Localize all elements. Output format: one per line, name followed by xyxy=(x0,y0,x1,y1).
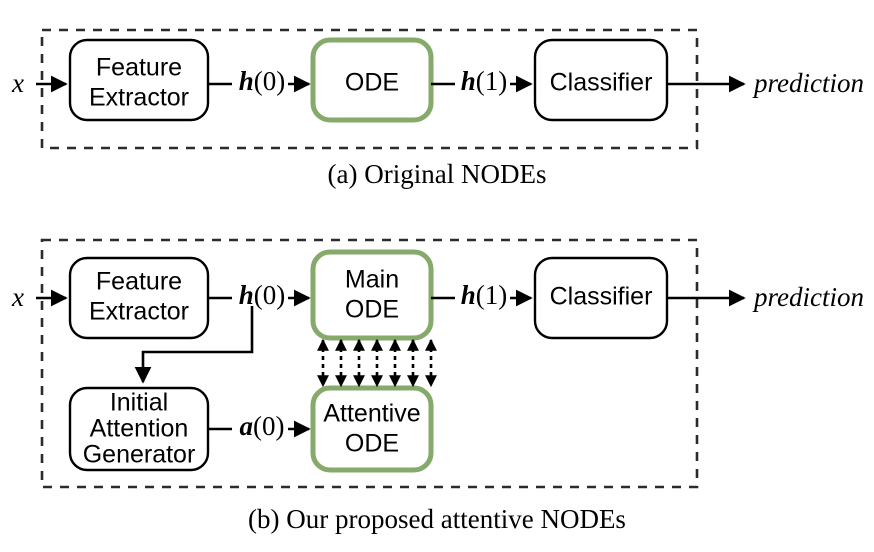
panel-a-ode-label: ODE xyxy=(345,69,399,97)
panel-b-input-label: x xyxy=(11,282,24,312)
panel-a-classifier-label: Classifier xyxy=(550,69,653,97)
panel-a: x Feature Extractor h(0) ODE h(1) Classi… xyxy=(11,28,864,189)
panel-a-h0-arg: (0) xyxy=(254,66,285,96)
panel-a-edge-label-h0: h(0) xyxy=(239,66,286,96)
panel-b-dashed-boundary xyxy=(40,238,699,489)
panel-a-h1-symbol: h xyxy=(461,66,476,96)
panel-b-iag-label-line2: Attention xyxy=(90,415,189,443)
panel-b-node-attentive-ode xyxy=(310,385,434,473)
panel-b-edge-h0-branch-to-initial-attention-generator xyxy=(134,306,254,384)
panel-a-output-label: prediction xyxy=(752,68,864,98)
panel-b-attentive-ode-label-line1: Attentive xyxy=(323,400,420,428)
panel-b-main-ode-label-line1: Main xyxy=(345,266,399,294)
panel-a-edge-label-h1: h(1) xyxy=(461,66,508,96)
panel-a-node-ode xyxy=(310,37,434,123)
panel-b-feature-extractor-label-line1: Feature xyxy=(96,268,182,296)
panel-a-h0-symbol: h xyxy=(239,66,254,96)
panel-b-iag-label-line3: Generator xyxy=(83,441,196,469)
panel-b-caption: (b) Our proposed attentive NODEs xyxy=(248,504,626,534)
panel-b-main-ode-label-line2: ODE xyxy=(345,296,399,324)
panel-b-classifier-label: Classifier xyxy=(550,283,653,311)
panel-b-edge-label-h0: h(0) xyxy=(239,280,286,310)
panel-a-node-feature-extractor xyxy=(68,38,210,122)
panel-b-a0-arg: (0) xyxy=(253,411,284,441)
panel-a-dashed-boundary xyxy=(40,28,699,150)
panel-b: x Feature Extractor h(0) Initial Attenti… xyxy=(11,238,864,534)
panel-a-feature-extractor-label-line1: Feature xyxy=(96,54,182,82)
panel-b-h0-arg: (0) xyxy=(254,280,285,310)
panel-b-h1-arg: (1) xyxy=(476,280,507,310)
panel-b-edge-label-h1: h(1) xyxy=(461,280,508,310)
panel-b-attentive-ode-label-line2: ODE xyxy=(345,430,399,458)
panel-b-h1-symbol: h xyxy=(461,280,476,310)
panel-a-input-label: x xyxy=(11,68,24,98)
panel-b-edge-label-a0: a(0) xyxy=(240,411,285,441)
panel-a-h1-arg: (1) xyxy=(476,66,507,96)
panel-b-h0-symbol: h xyxy=(239,280,254,310)
panel-b-a0-symbol: a xyxy=(240,411,254,441)
panel-b-feature-extractor-label-line2: Extractor xyxy=(89,298,189,326)
panel-a-feature-extractor-label-line2: Extractor xyxy=(89,84,189,112)
panel-a-node-classifier xyxy=(533,38,669,122)
panel-b-output-label: prediction xyxy=(752,282,864,312)
panel-a-caption: (a) Original NODEs xyxy=(328,159,547,189)
panel-b-iag-label-line1: Initial xyxy=(110,389,168,417)
panel-b-coupling-arrows xyxy=(317,338,437,388)
panel-b-node-main-ode xyxy=(310,249,434,341)
